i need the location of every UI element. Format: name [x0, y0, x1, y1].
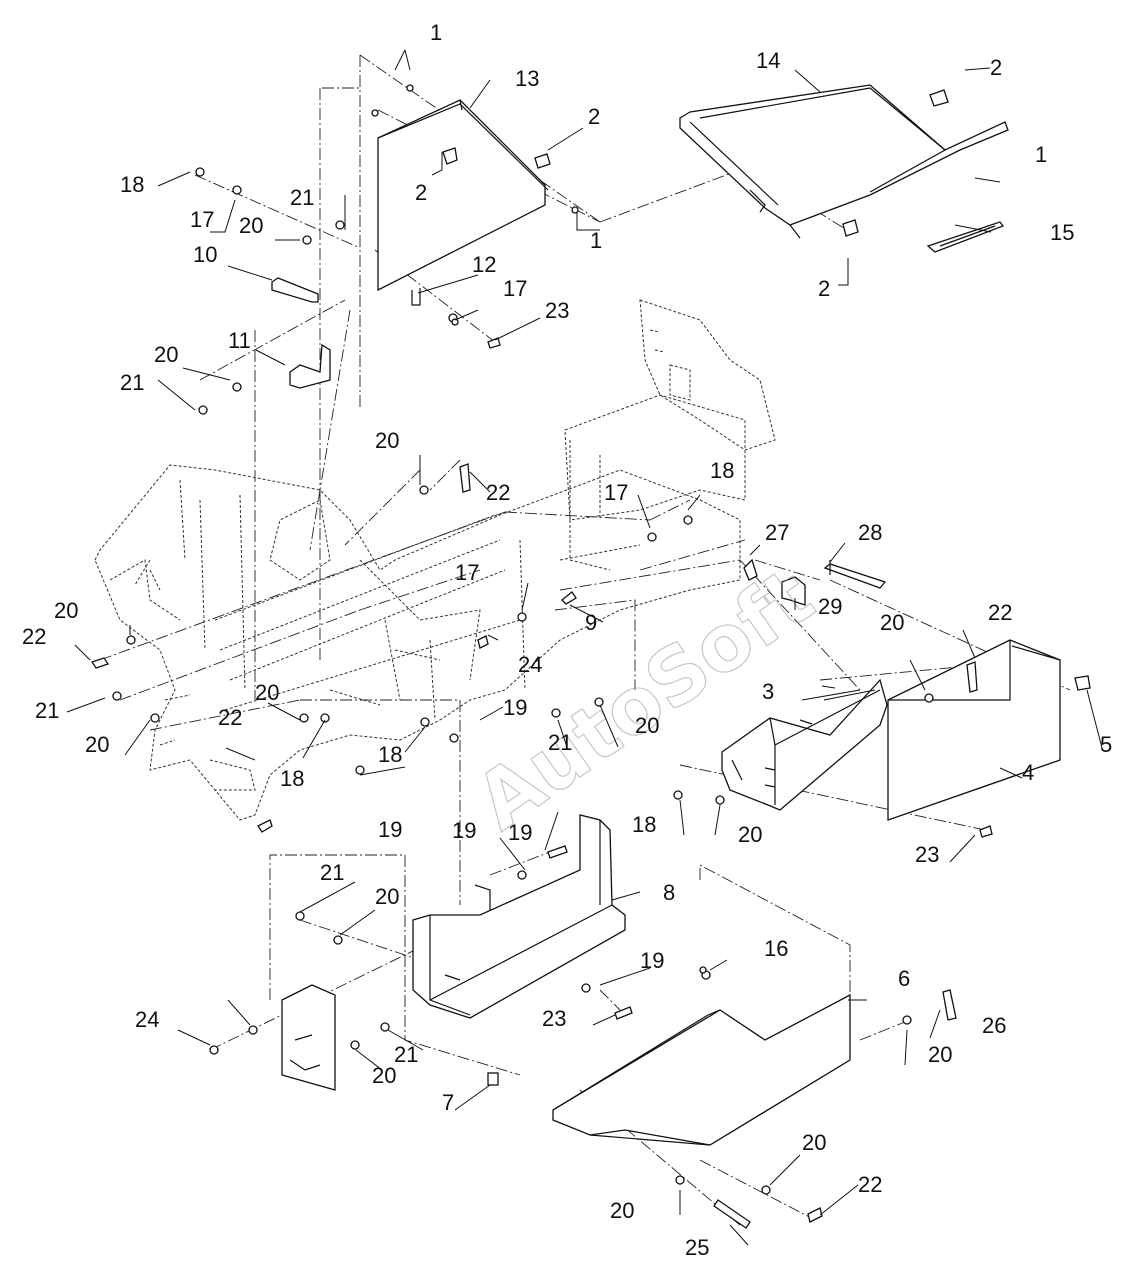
callout: 26: [982, 1013, 1006, 1038]
callout: 10: [193, 242, 217, 267]
top-guard-14: [679, 84, 1009, 239]
callout: 20: [54, 598, 78, 623]
rubber-strip-15: [926, 221, 1005, 253]
callout: 17: [503, 276, 527, 301]
callout: 25: [685, 1235, 709, 1260]
callout: 21: [548, 730, 572, 755]
callout: 17: [604, 480, 628, 505]
callout: 1: [590, 228, 602, 253]
callout-leaders: [66, 49, 1103, 1246]
callout: 1: [1035, 142, 1047, 167]
callout: 19: [640, 948, 664, 973]
callout: 14: [756, 48, 780, 73]
callout: 20: [610, 1198, 634, 1223]
callout: 18: [378, 742, 402, 767]
callout: 22: [988, 600, 1012, 625]
callout: 18: [280, 766, 304, 791]
callout: 17: [455, 560, 479, 585]
callout: 6: [898, 966, 910, 991]
callout: 22: [22, 624, 46, 649]
callout: 21: [120, 370, 144, 395]
callout: 21: [290, 185, 314, 210]
rod-28: [823, 560, 887, 589]
callout: 4: [1022, 760, 1034, 785]
callout: 18: [710, 458, 734, 483]
callout: 15: [1050, 220, 1074, 245]
callout: 22: [858, 1172, 882, 1197]
callout: 8: [663, 880, 675, 905]
callout: 3: [762, 679, 774, 704]
chassis-frame: [94, 299, 776, 821]
callout: 2: [588, 104, 600, 129]
cover-panel-13: [377, 99, 549, 306]
callout: 23: [542, 1006, 566, 1031]
callout: 2: [818, 276, 830, 301]
callout: 21: [320, 860, 344, 885]
skid-plate-6: [552, 993, 851, 1146]
callout: 9: [585, 610, 597, 635]
callout: 20: [154, 342, 178, 367]
callout: 23: [545, 298, 569, 323]
callout: 27: [765, 520, 789, 545]
callout: 22: [486, 480, 510, 505]
callout: 21: [394, 1042, 418, 1067]
callout: 20: [375, 884, 399, 909]
callout: 19: [452, 818, 476, 843]
callout: 20: [928, 1042, 952, 1067]
callout: 16: [764, 936, 788, 961]
callout: 7: [442, 1090, 454, 1115]
callout: 11: [228, 328, 251, 353]
side-cover: [281, 984, 336, 1091]
callout: 13: [515, 66, 539, 91]
side-panel-4: [887, 639, 1061, 821]
support-bracket-3: [721, 678, 888, 811]
callout: 20: [375, 428, 399, 453]
callout: 5: [1100, 732, 1112, 757]
callout: 18: [632, 812, 656, 837]
callout: 20: [239, 213, 263, 238]
callout: 22: [218, 705, 242, 730]
callout: 20: [738, 822, 762, 847]
callout: 20: [85, 732, 109, 757]
assembly-centerlines: [99, 54, 1071, 1226]
callout: 20: [372, 1063, 396, 1088]
bracket-11: [289, 343, 331, 389]
callout: 19: [508, 820, 532, 845]
callout: 18: [120, 172, 144, 197]
battery-tray-8: [412, 814, 626, 1019]
callout: 2: [415, 180, 427, 205]
callout: 21: [35, 698, 59, 723]
clip-29: [781, 576, 806, 606]
callout: 24: [518, 652, 542, 677]
callout: 2: [990, 55, 1002, 80]
callout: 23: [915, 842, 939, 867]
callout: 12: [472, 252, 496, 277]
callout: 20: [635, 713, 659, 738]
callout: 1: [430, 20, 442, 45]
bracket-10: [271, 277, 319, 303]
callout: 20: [255, 680, 279, 705]
callout: 29: [818, 594, 842, 619]
callout: 19: [378, 817, 402, 842]
callout: 28: [858, 520, 882, 545]
callout: 24: [135, 1007, 159, 1032]
callout: 17: [190, 207, 214, 232]
callout: 20: [880, 610, 904, 635]
callout: 20: [802, 1130, 826, 1155]
fasteners: [90, 84, 1091, 1229]
spacer-7: [487, 1072, 499, 1086]
callout: 19: [503, 695, 527, 720]
callout-labels: 1 1 1 2 2 2 2 2 3 4 5 6 7 8 9 10 11 12 1…: [22, 20, 1112, 1260]
